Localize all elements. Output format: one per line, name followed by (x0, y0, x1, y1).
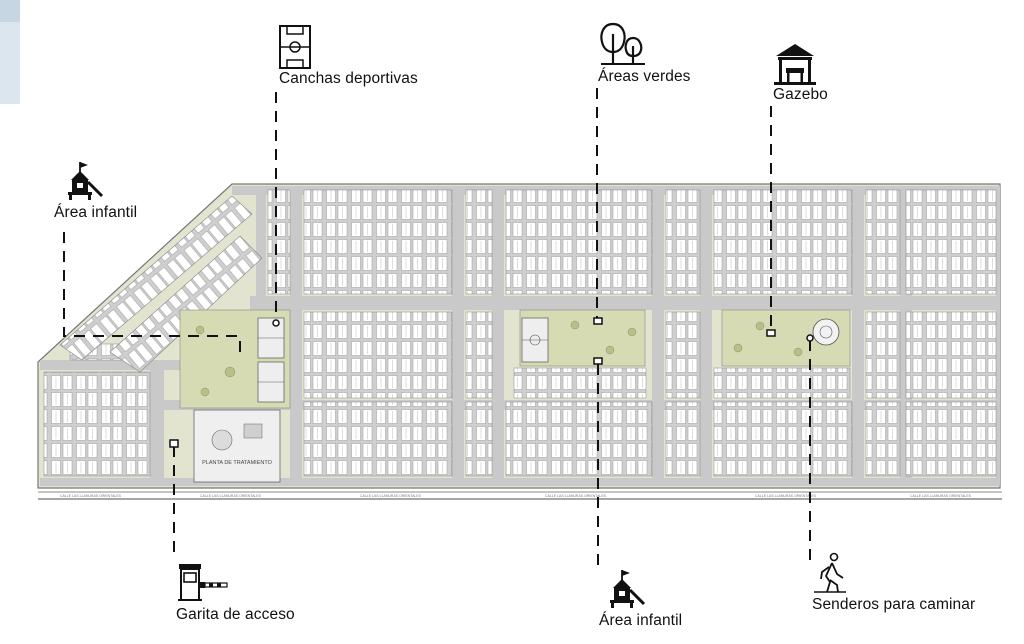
lot-block (665, 401, 701, 477)
road (40, 360, 180, 370)
lot-block (865, 311, 901, 399)
leader-lines (63, 88, 811, 572)
lot-block (303, 189, 453, 295)
label-area-infantil-top: Área infantil (54, 204, 138, 221)
road (40, 478, 1000, 486)
marker-garita (169, 439, 179, 448)
lot-block (905, 311, 997, 399)
lot-block (303, 311, 453, 399)
diagonal-lots (59, 195, 263, 373)
lot-block (713, 401, 853, 477)
green-areas: PLANTA DE TRATAMIENTO (179, 309, 851, 483)
street-label: CALLE LAS LLANURAS ORIENTALES (545, 494, 607, 498)
soccer-field-icon (279, 25, 311, 69)
lot-block (665, 311, 701, 399)
lot-block (713, 189, 853, 295)
trees-icon (600, 22, 645, 65)
street-label: CALLE LAS LLANURAS ORIENTALES (360, 494, 422, 498)
label-area-infantil-bottom: Área infantil (599, 612, 683, 629)
lot-block (905, 189, 997, 295)
marker-infantil-bottom (593, 357, 603, 365)
lot-block (505, 401, 653, 477)
corner-tab (0, 0, 20, 104)
label-canchas-deportivas: Canchas deportivas (279, 70, 418, 87)
lot-block (865, 189, 901, 295)
street-label: CALLE LAS LLANURAS ORIENTALES (200, 494, 262, 498)
lot-block (865, 401, 901, 477)
lot-block (303, 401, 453, 477)
label-gazebo: Gazebo (773, 86, 828, 103)
lot-block (465, 401, 493, 477)
lot-block (505, 189, 653, 295)
playground-icon (610, 570, 646, 608)
marker-gazebo (766, 329, 776, 337)
walking-person-icon (814, 552, 846, 593)
label-areas-verdes: Áreas verdes (598, 68, 691, 85)
lot-block (267, 189, 291, 295)
lot-block (43, 371, 151, 477)
road (652, 186, 664, 486)
road (996, 186, 1000, 486)
road (256, 186, 266, 296)
street-labels: CALLE LAS LLANURAS ORIENTALES CALLE LAS … (60, 494, 972, 498)
street-label: CALLE LAS LLANURAS ORIENTALES (910, 494, 972, 498)
marker-canchas (272, 319, 280, 327)
road (492, 186, 504, 486)
lot-block (905, 401, 997, 477)
marker-senderos (806, 334, 814, 342)
label-senderos-para-caminar: Senderos para caminar (812, 596, 976, 613)
lot-block (665, 189, 701, 295)
lot-block (465, 311, 493, 399)
leader-markers (169, 317, 814, 448)
treatment-plant-label: PLANTA DE TRATAMIENTO (202, 460, 273, 466)
lot-block (465, 189, 493, 295)
road (150, 370, 164, 482)
playground-icon (68, 162, 104, 200)
label-garita-de-acceso: Garita de acceso (176, 606, 295, 623)
marker-areas-verdes (593, 317, 603, 325)
street-label: CALLE LAS LLANURAS ORIENTALES (755, 494, 817, 498)
road (852, 186, 864, 486)
road (250, 296, 1000, 310)
leader-infantil-top (63, 232, 241, 352)
road (290, 186, 302, 486)
lot-block (713, 367, 851, 399)
lot-block (513, 367, 647, 399)
road (700, 186, 712, 486)
guardhouse-barrier-icon (178, 564, 228, 601)
lot-blocks (43, 189, 997, 477)
street-label: CALLE LAS LLANURAS ORIENTALES (60, 494, 122, 498)
road (452, 186, 464, 486)
gazebo-icon (774, 44, 816, 85)
